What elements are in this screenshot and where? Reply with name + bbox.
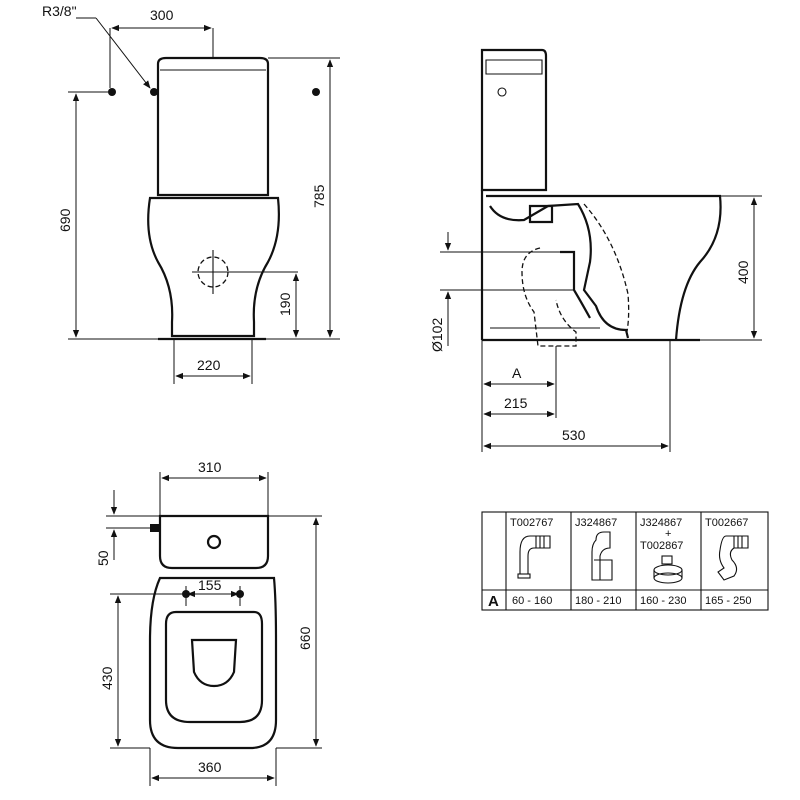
table-col2-range: 180 - 210 bbox=[575, 595, 621, 607]
adapter-icon-t002767 bbox=[517, 535, 551, 579]
top-tank bbox=[158, 514, 270, 570]
dim-102-label: Ø102 bbox=[429, 318, 445, 352]
front-dot-left bbox=[108, 88, 116, 96]
adapter-icon-j324867-t002867 bbox=[653, 555, 683, 584]
dim-300-label: 300 bbox=[150, 7, 174, 23]
top-bowl-water bbox=[190, 638, 238, 688]
top-view: 310 50 155 430 660 360 bbox=[95, 459, 322, 786]
r38-leader bbox=[95, 17, 151, 89]
dim-310-label: 310 bbox=[198, 459, 222, 475]
table-col1-range: 60 - 160 bbox=[512, 595, 552, 607]
side-trapway bbox=[489, 202, 630, 339]
side-outlet-dashed bbox=[521, 247, 577, 347]
dim-690-label: 690 bbox=[57, 208, 73, 232]
front-dot-right bbox=[312, 88, 320, 96]
dim-430-label: 430 bbox=[99, 666, 115, 690]
front-tank bbox=[156, 56, 270, 197]
side-tank-top bbox=[485, 59, 543, 75]
front-bowl bbox=[147, 196, 280, 338]
table-col3-range: 160 - 230 bbox=[640, 595, 686, 607]
side-rim-dashed bbox=[583, 203, 630, 337]
dim-400-label: 400 bbox=[735, 260, 751, 284]
dim-660-label: 660 bbox=[297, 626, 313, 650]
adapter-table: A T002767 60 - 160 J324867 180 - 210 J32… bbox=[481, 511, 769, 611]
adapter-icon-j324867 bbox=[591, 531, 613, 581]
table-col2-code: J324867 bbox=[575, 517, 617, 529]
table-col3-code: J324867 bbox=[640, 517, 682, 529]
top-flush-button bbox=[206, 534, 222, 550]
dim-360-label: 360 bbox=[198, 759, 222, 775]
front-view: R3/8" 300 690 785 190 220 bbox=[42, 3, 340, 384]
top-inlet bbox=[150, 524, 160, 532]
table-col1-code: T002767 bbox=[510, 517, 553, 529]
dim-530-label: 530 bbox=[562, 427, 586, 443]
dim-190-label: 190 bbox=[277, 292, 293, 316]
table-row-label: A bbox=[488, 593, 499, 610]
side-bowl-outer bbox=[486, 194, 722, 341]
top-seat-outer bbox=[148, 576, 278, 750]
dim-a-label: A bbox=[512, 365, 522, 381]
side-flush-valve bbox=[528, 204, 554, 224]
side-tank bbox=[480, 48, 548, 192]
front-inlet bbox=[150, 88, 158, 96]
table-col3-plus: + bbox=[665, 528, 671, 540]
dim-50-label: 50 bbox=[95, 550, 111, 566]
side-view: 400 Ø102 A 215 530 bbox=[429, 48, 762, 452]
top-seat-inner bbox=[164, 610, 264, 724]
dim-155-label: 155 bbox=[198, 577, 222, 593]
table-col3-code2: T002867 bbox=[640, 540, 683, 552]
table-col4-range: 165 - 250 bbox=[705, 595, 751, 607]
adapter-icon-t002667 bbox=[717, 535, 749, 581]
table-col4-code: T002667 bbox=[705, 517, 748, 529]
table-border bbox=[481, 511, 769, 611]
dim-r38-label: R3/8" bbox=[42, 3, 77, 19]
dim-220-label: 220 bbox=[197, 357, 221, 373]
dim-215-label: 215 bbox=[504, 395, 528, 411]
side-button bbox=[497, 87, 507, 97]
dim-785-label: 785 bbox=[311, 184, 327, 208]
